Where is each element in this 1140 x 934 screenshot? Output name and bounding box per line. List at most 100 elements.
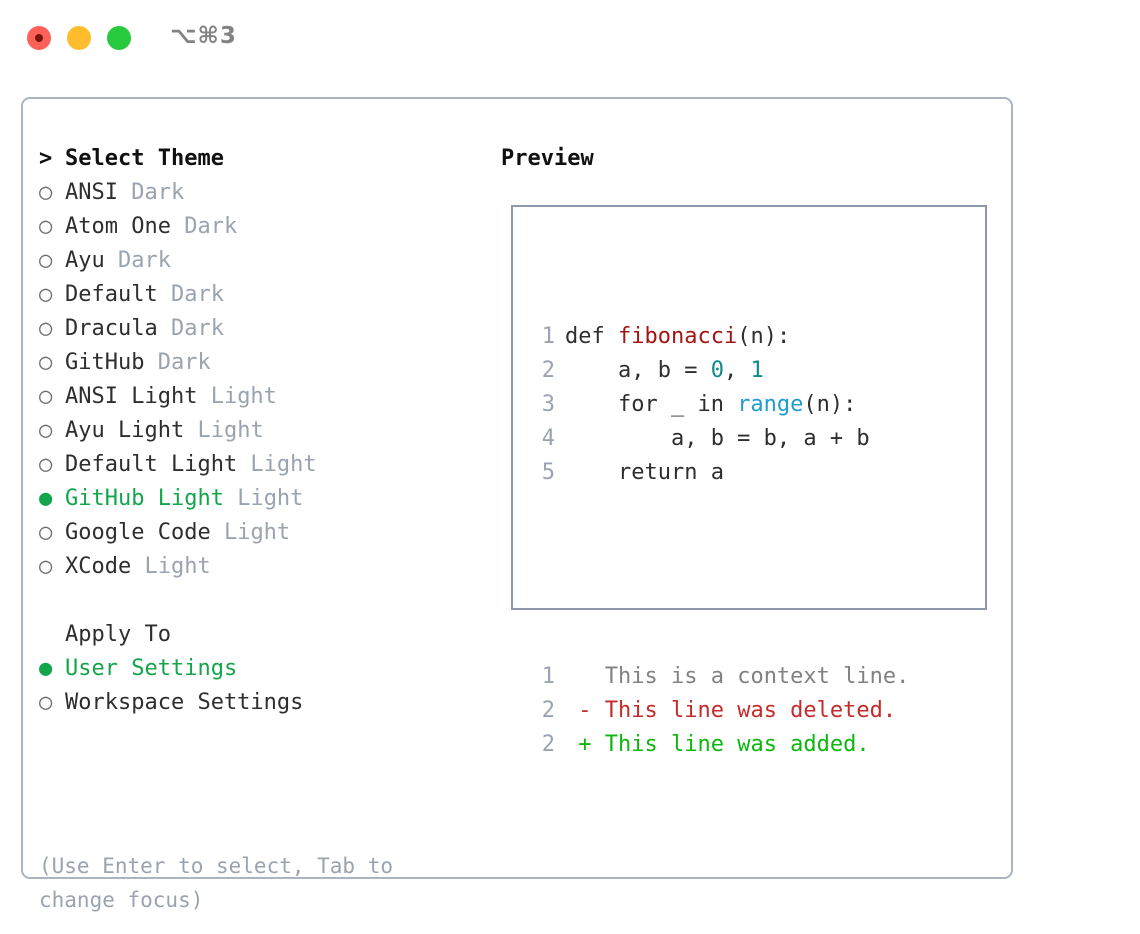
theme-option-tag: Light	[210, 520, 291, 545]
theme-option-tag: Dark	[104, 248, 171, 273]
caret-icon: >	[39, 146, 53, 171]
theme-option-label: Default Light	[65, 452, 238, 477]
theme-option[interactable]: ○ Ayu Light Light	[39, 414, 479, 448]
list-spacer	[39, 584, 479, 618]
apply-to-option-label: User Settings	[65, 656, 238, 681]
theme-option-label: Atom One	[65, 214, 171, 239]
theme-option-label: GitHub Light	[65, 486, 224, 511]
theme-option[interactable]: ○ Default Light Light	[39, 448, 479, 482]
code-token: range	[737, 392, 804, 417]
apply-to-option[interactable]: ○Workspace Settings	[39, 686, 479, 720]
select-theme-header: > Select Theme	[39, 142, 479, 176]
code-token: a, b = b, a + b	[565, 426, 870, 451]
code-token: def	[565, 324, 618, 349]
code-diff-gap	[529, 558, 977, 592]
theme-option[interactable]: ○Atom One Dark	[39, 210, 479, 244]
code-token: 0	[710, 358, 724, 383]
theme-option-tag: Dark	[157, 282, 224, 307]
theme-option[interactable]: ● GitHub Light Light	[39, 482, 479, 516]
line-number: 5	[541, 460, 555, 485]
code-token: fibonacci	[617, 324, 738, 349]
theme-option-tag: Light	[197, 384, 277, 409]
theme-option-label: XCode	[65, 554, 132, 579]
theme-option-label: Ayu Light	[65, 418, 185, 443]
apply-to-header-label: Apply To	[65, 622, 171, 647]
theme-option-tag: Dark	[157, 316, 224, 341]
code-token: for _ in	[565, 392, 738, 417]
radio-unselected-icon: ○	[39, 384, 53, 409]
apply-to-list: ● User Settings ○Workspace Settings	[39, 652, 479, 720]
diff-line: 2 - This line was deleted.	[529, 694, 977, 728]
theme-option-label: ANSI	[65, 180, 118, 205]
theme-option[interactable]: ○ Default Dark	[39, 278, 479, 312]
theme-option-tag: Light	[184, 418, 264, 443]
line-number: 1	[541, 664, 555, 689]
diff-snippet: 1 This is a context line.2 - This line w…	[529, 660, 977, 762]
zoom-button[interactable]	[107, 26, 131, 50]
preview-title: Preview	[501, 146, 594, 171]
theme-option[interactable]: ○ ANSI Light Light	[39, 380, 479, 414]
code-token: (n):	[803, 392, 857, 417]
diff-line: 1 This is a context line.	[529, 660, 977, 694]
line-number: 3	[541, 392, 555, 417]
radio-selected-icon: ●	[39, 656, 53, 681]
close-button[interactable]	[27, 26, 51, 50]
radio-unselected-icon: ○	[39, 452, 53, 477]
line-number: 2	[541, 358, 555, 383]
apply-to-header: Apply To	[39, 618, 479, 652]
code-token: ,	[723, 358, 751, 383]
theme-option-label: Dracula	[65, 316, 158, 341]
theme-option[interactable]: ○ Ayu Dark	[39, 244, 479, 278]
line-number: 4	[541, 426, 555, 451]
theme-option-tag: Light	[237, 452, 317, 477]
radio-unselected-icon: ○	[39, 248, 53, 273]
minimize-button[interactable]	[67, 26, 91, 50]
diff-marker: +	[565, 732, 605, 757]
theme-option-label: Google Code	[65, 520, 211, 545]
theme-option-tag: Light	[131, 554, 211, 579]
radio-unselected-icon: ○	[39, 214, 53, 239]
theme-option[interactable]: ○ ANSI Dark	[39, 176, 479, 210]
theme-option[interactable]: ○GitHub Dark	[39, 346, 479, 380]
select-theme-header-label: Select Theme	[65, 146, 224, 171]
apply-to-indent	[39, 618, 65, 652]
preview-column: Preview	[501, 142, 991, 176]
theme-list: ○ ANSI Dark ○ Atom One Dark ○ Ayu Dark ○ Defaul…	[39, 176, 479, 584]
theme-option[interactable]: ○ Google Code Light	[39, 516, 479, 550]
theme-option-tag: Dark	[117, 180, 185, 205]
radio-unselected-icon: ○	[39, 520, 53, 545]
diff-marker: -	[565, 698, 605, 723]
diff-marker	[565, 664, 605, 689]
radio-unselected-icon: ○	[39, 282, 53, 307]
diff-line: 2 + This line was added.	[529, 728, 977, 762]
radio-selected-icon: ●	[39, 486, 53, 511]
theme-option-tag: Light	[223, 486, 304, 511]
theme-option-label: Ayu	[65, 248, 105, 273]
theme-option-label: ANSI Light	[65, 384, 198, 409]
diff-text: This line was added.	[604, 732, 870, 757]
radio-unselected-icon: ○	[39, 554, 53, 579]
apply-to-option-label: Workspace Settings	[65, 690, 304, 715]
radio-unselected-icon: ○	[39, 180, 53, 205]
keyboard-hint: (Use Enter to select, Tab to change focu…	[39, 854, 394, 912]
theme-option[interactable]: ○ Dracula Dark	[39, 312, 479, 346]
code-token: return a	[565, 460, 724, 485]
code-line: 5 return a	[529, 456, 977, 490]
line-number: 1	[541, 324, 555, 349]
diff-text: This is a context line.	[604, 664, 910, 689]
code-token: 1	[750, 358, 764, 383]
apply-to-option[interactable]: ● User Settings	[39, 652, 479, 686]
radio-unselected-icon: ○	[39, 350, 53, 375]
theme-picker-column: > Select Theme ○ ANSI Dark ○ Atom One Dark ○ A…	[39, 142, 479, 720]
radio-unselected-icon: ○	[39, 316, 53, 341]
radio-unselected-icon: ○	[39, 418, 53, 443]
theme-option[interactable]: ○ XCode Light	[39, 550, 479, 584]
theme-option-label: GitHub	[65, 350, 145, 375]
code-line: 4 a, b = b, a + b	[529, 422, 977, 456]
code-line: 3 for _ in range(n):	[529, 388, 977, 422]
theme-option-label: Default	[65, 282, 158, 307]
